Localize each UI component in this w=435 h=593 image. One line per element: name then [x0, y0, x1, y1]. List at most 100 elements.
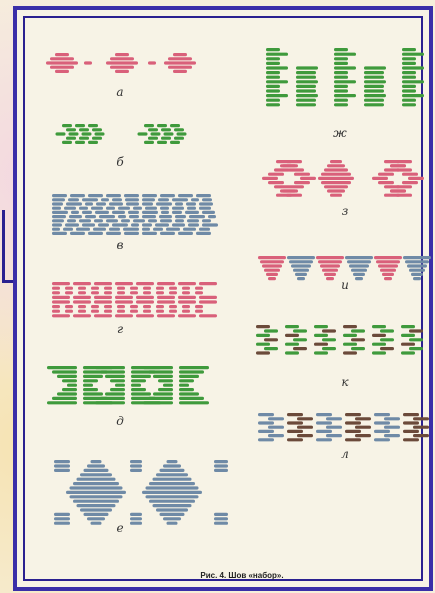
- stitch-l: [413, 417, 429, 420]
- stitch-g: [130, 287, 138, 290]
- stitch-g: [91, 291, 99, 294]
- stitch-b: [151, 132, 161, 135]
- stitch-g: [156, 287, 164, 290]
- stitch-a: [46, 61, 78, 64]
- stitch-l: [326, 434, 342, 437]
- stitch-zh: [334, 48, 348, 51]
- stitch-e: [167, 522, 178, 525]
- stitch-zh: [402, 94, 424, 97]
- stitch-g: [182, 287, 190, 290]
- stitch-a: [115, 70, 129, 73]
- stitch-v: [183, 228, 196, 231]
- stitch-b: [75, 141, 85, 144]
- stitch-v: [148, 219, 157, 222]
- stitch-v: [65, 223, 79, 226]
- label-b: б: [116, 155, 124, 169]
- stitch-zh: [364, 103, 384, 106]
- stitch-b: [144, 141, 154, 144]
- stitch-k: [256, 325, 270, 328]
- stitch-i: [320, 264, 340, 267]
- stitch-v: [208, 215, 216, 218]
- stitch-zh: [296, 76, 316, 79]
- stitch-z: [282, 164, 298, 167]
- stitch-v: [160, 232, 175, 235]
- stitch-g: [157, 296, 175, 299]
- stitch-e: [70, 495, 123, 498]
- stitch-v: [94, 219, 103, 222]
- stitch-z: [378, 173, 394, 176]
- stitch-g: [78, 305, 86, 308]
- stitch-l: [326, 426, 342, 429]
- stitch-k: [293, 347, 307, 350]
- stitch-e: [80, 508, 112, 511]
- stitch-v: [52, 211, 68, 214]
- stitch-k: [264, 347, 278, 350]
- stitch-z: [262, 177, 278, 180]
- stitch-b: [69, 132, 79, 135]
- stitch-zh: [266, 48, 280, 51]
- stitch-k: [256, 334, 270, 337]
- stitch-i: [326, 277, 334, 280]
- stitch-g: [117, 291, 125, 294]
- stitch-zh: [402, 80, 424, 83]
- stitch-k: [409, 338, 423, 341]
- stitch-d: [52, 397, 77, 400]
- stitch-v: [124, 232, 139, 235]
- stitch-e: [80, 473, 112, 476]
- stitch-k: [372, 351, 386, 354]
- stitch-d: [179, 370, 204, 373]
- stitch-g: [117, 287, 125, 290]
- stitch-g: [199, 282, 217, 285]
- stitch-g: [52, 291, 60, 294]
- stitch-g: [143, 287, 151, 290]
- stitch-i: [268, 277, 276, 280]
- stitch-v: [191, 198, 199, 201]
- stitch-i: [291, 264, 311, 267]
- stitch-z: [288, 168, 304, 171]
- stitch-zh: [266, 66, 288, 69]
- stitch-zh: [364, 76, 384, 79]
- stitch-zh: [334, 66, 356, 69]
- stitch-d: [47, 401, 77, 404]
- stitch-i: [355, 277, 363, 280]
- stitch-zh: [296, 71, 316, 74]
- stitch-z: [274, 185, 290, 188]
- stitch-k: [380, 347, 394, 350]
- stitch-zh: [364, 99, 384, 102]
- stitch-a: [50, 57, 74, 60]
- stitch-k: [401, 334, 415, 337]
- stitch-b: [170, 124, 180, 127]
- stitch-g: [94, 282, 112, 285]
- stitch-v: [161, 211, 169, 214]
- stitch-i: [258, 256, 286, 259]
- stitch-d: [67, 384, 77, 387]
- stitch-l: [355, 434, 371, 437]
- stitch-e: [153, 478, 192, 481]
- stitch-zh: [402, 71, 416, 74]
- stitch-a: [110, 57, 134, 60]
- stitch-k: [409, 329, 423, 332]
- stitch-a: [106, 61, 138, 64]
- stitch-d: [131, 379, 146, 382]
- stitch-b: [75, 124, 85, 127]
- stitch-v: [172, 211, 182, 214]
- stitch-i: [413, 277, 421, 280]
- stitch-g: [115, 282, 133, 285]
- stitch-g: [52, 314, 70, 317]
- stitch-e: [91, 522, 102, 525]
- stitch-g: [117, 305, 125, 308]
- stitch-l: [403, 421, 419, 424]
- stitch-z: [390, 164, 406, 167]
- stitch-g: [115, 296, 133, 299]
- stitch-g: [136, 296, 154, 299]
- stitch-v: [52, 207, 61, 210]
- stitch-l: [403, 430, 419, 433]
- stitch-zh: [334, 85, 348, 88]
- stitch-g: [195, 291, 203, 294]
- stitch-zh: [266, 103, 280, 106]
- stitch-g: [52, 296, 70, 299]
- stitch-l: [268, 434, 284, 437]
- stitch-v: [112, 198, 122, 201]
- stitch-k: [285, 343, 299, 346]
- stitch-e: [167, 460, 178, 463]
